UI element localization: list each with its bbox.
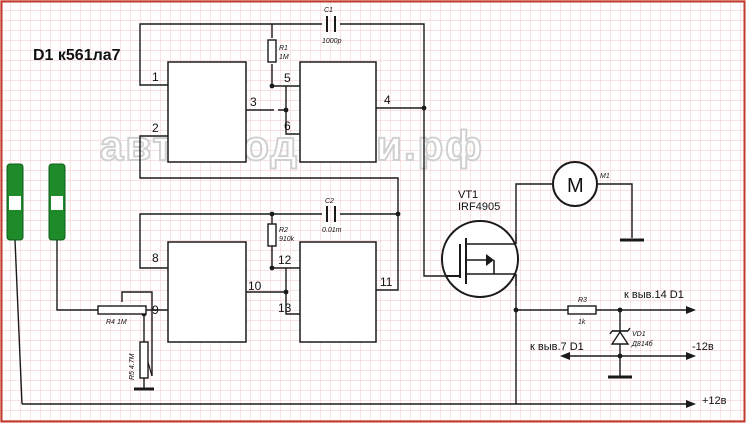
wire-electrode-right [56,240,98,311]
arrow-pin7 [560,352,570,360]
transistor-vt1: VT1 IRF4905 [441,189,519,298]
label-to-pin7: к выв.7 D1 [530,341,584,353]
pin-1-label: 1 [152,70,159,84]
capacitor-c2: C2 0.01m [322,198,342,234]
r2-value: 910k [279,236,295,243]
wire-c1-left [139,23,322,86]
r1-value: 1M [279,54,289,61]
c2-value: 0.01m [322,227,342,234]
arrow-minus12 [686,352,696,360]
junctions [141,83,623,359]
wire-c1-right [340,23,425,106]
label-plus12: +12в [702,395,727,407]
gate-3-box [167,241,247,343]
vd1-value: Д814б [631,340,654,348]
pin-12-label: 12 [278,253,292,267]
resistor-r3: R3 1k [567,297,597,326]
wire-pin2 [139,135,399,212]
pin-5-label: 5 [284,71,291,85]
electrode-right [48,163,66,241]
resistor-r1: R1 1M [267,39,289,63]
wire-pin10 [246,268,300,315]
pin-3-label: 3 [250,95,257,109]
pin-6-label: 6 [284,119,291,133]
electrode-left [6,163,24,241]
r5-label: R5 4.7M [129,353,136,380]
gate-1-box [167,61,247,163]
label-to-pin14: к выв.14 D1 [624,289,684,301]
c2-ref: C2 [325,198,334,205]
arrow-plus12 [686,400,696,408]
pin-4-label: 4 [384,93,391,107]
vt1-ref: VT1 [458,189,478,201]
pin-13-label: 13 [278,301,292,315]
r3-value: 1k [578,319,586,326]
r3-ref: R3 [578,297,587,304]
m1-ref: M1 [600,173,610,180]
motor-m1: M M1 [552,161,644,242]
pin-2-label: 2 [152,121,159,135]
r4-ref: R4 [106,319,115,326]
watermark-text: авто поделки.рф [100,122,484,169]
motor-symbol: M [567,175,584,197]
pin-9-label: 9 [152,303,159,317]
gate-4-box [299,241,377,343]
c1-ref: C1 [324,7,333,14]
chip-title: D1 к561ла7 [33,47,121,64]
gate-2-box [299,61,377,163]
pin-8-label: 8 [152,251,159,265]
arrows [560,306,696,408]
wire-r4-wiper [121,291,153,376]
capacitor-c1: C1 1000p [322,7,342,45]
wire-motor [515,183,633,238]
wire-electrode-left [14,239,23,405]
c1-value: 1000p [322,38,342,45]
pin-11-label: 11 [380,275,393,289]
resistor-r5: R5 4.7M [129,341,154,391]
wire-c2 [139,213,399,291]
resistor-r2: R2 910k [267,223,295,247]
arrow-pin14 [686,306,696,314]
vd1-ref: VD1 [632,331,646,338]
vt1-value: IRF4905 [458,201,500,213]
label-minus12: -12в [692,341,714,353]
r2-ref: R2 [279,227,288,234]
r4-value: 1M [117,319,127,326]
resistor-r4: R4 1M [97,305,147,326]
wire-gate [423,106,446,277]
pin-10-label: 10 [248,279,262,293]
diode-vd1: VD1 Д814б [608,327,654,379]
r1-ref: R1 [279,45,288,52]
